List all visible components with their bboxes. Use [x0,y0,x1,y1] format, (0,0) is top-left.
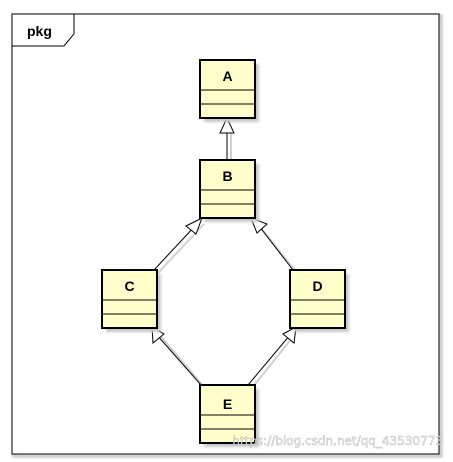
package-label: pkg [27,23,52,39]
arrowhead-c-to-b [185,216,203,235]
class-e-name: E [223,396,232,412]
generalization-d-to-b [258,225,294,271]
class-b-name: B [222,168,232,184]
class-e: E [199,384,259,447]
package-tab [11,13,75,47]
generalization-e-to-c [156,334,202,386]
class-d-name: D [312,278,322,294]
class-c: C [101,269,161,332]
connectors [153,133,294,386]
class-d: D [289,269,349,332]
arrowhead-to-a [219,116,235,134]
class-c-name: C [124,278,134,294]
generalization-c-to-b [153,225,196,271]
class-a: A [199,59,259,122]
class-a-name: A [222,68,232,84]
watermark-text: https://blog.csdn.net/qq_43530773 [232,434,443,448]
arrowhead-e-to-d [282,326,297,344]
generalization-e-to-d [247,334,291,386]
class-b: B [199,159,259,222]
